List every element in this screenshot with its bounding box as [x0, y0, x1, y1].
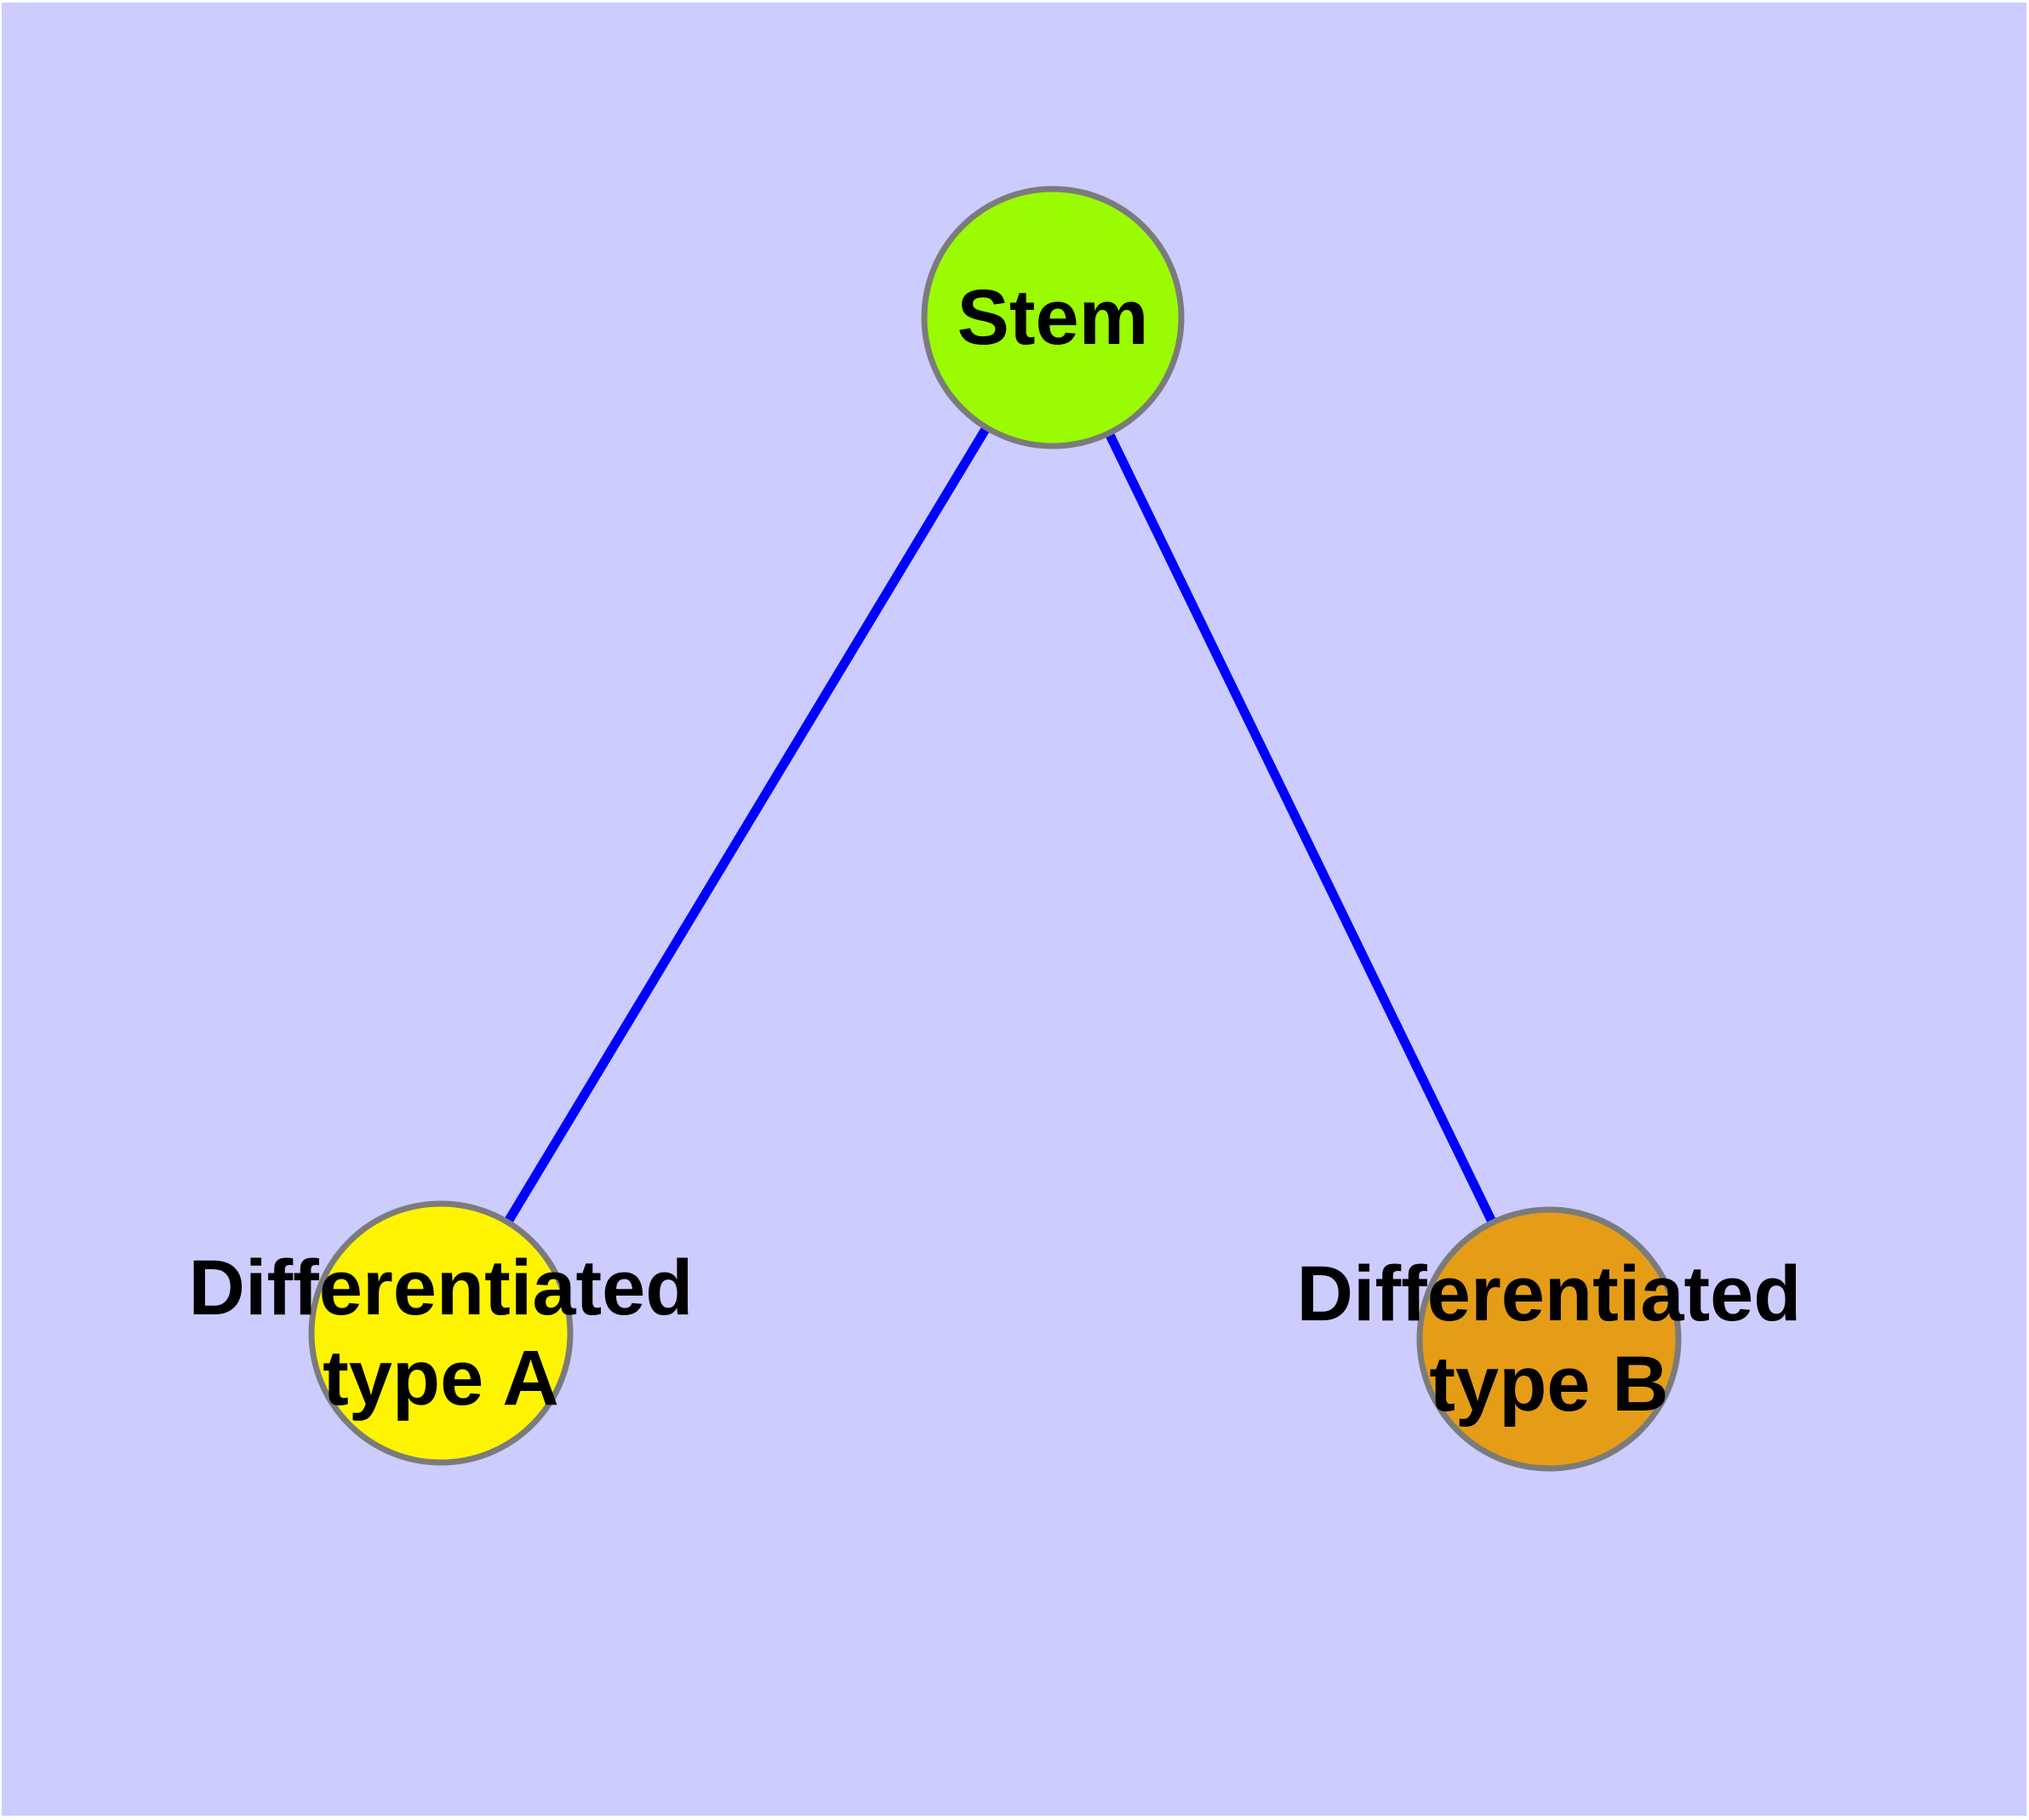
node-stem — [921, 186, 1185, 449]
node-differentiated-type-b — [1416, 1206, 1682, 1472]
edge-stem-to-differentiated-type-b — [1049, 315, 1553, 1342]
node-differentiated-type-a — [308, 1200, 574, 1466]
edge-stem-to-differentiated-type-a — [437, 315, 1057, 1336]
